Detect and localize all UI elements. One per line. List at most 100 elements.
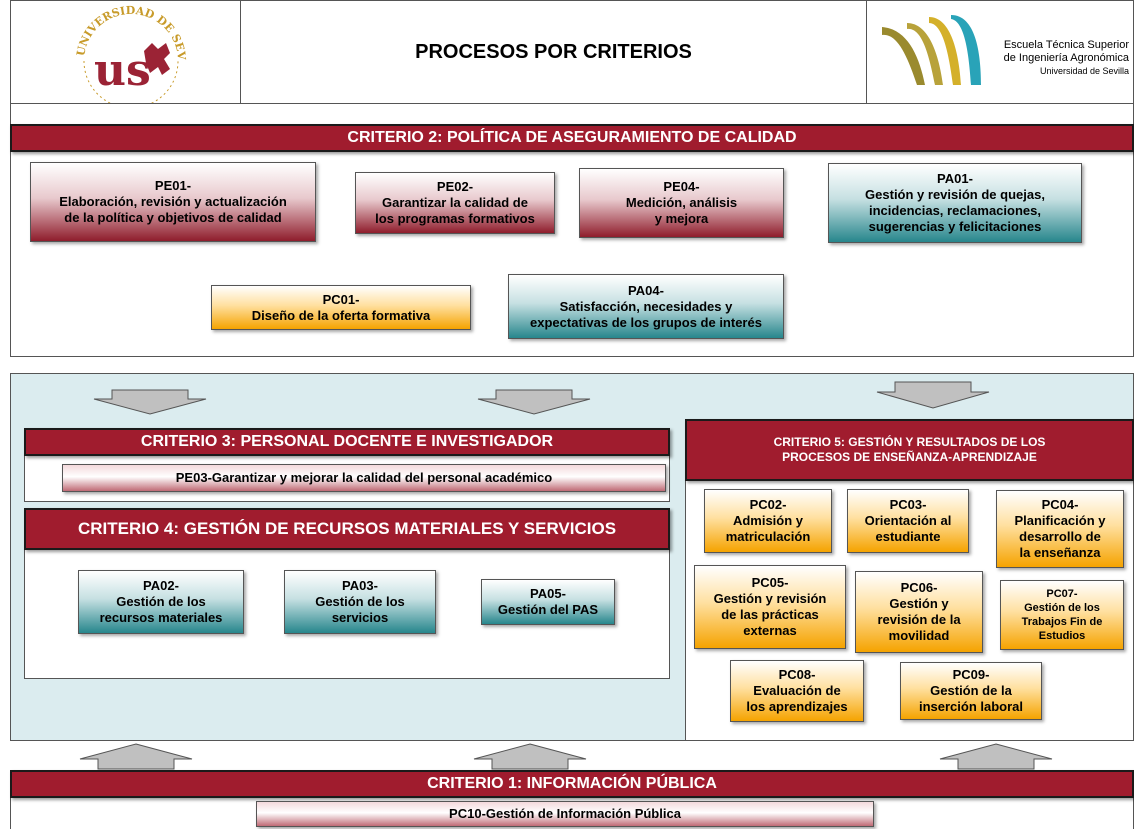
process-line: movilidad	[888, 628, 950, 643]
process-box-pc01: PC01- Diseño de la oferta formativa	[211, 285, 471, 330]
process-code: PA05-	[530, 586, 566, 601]
process-box-pc08: PC08- Evaluación de los aprendizajes	[730, 660, 864, 722]
criterio-3-banner: CRITERIO 3: PERSONAL DOCENTE E INVESTIGA…	[24, 428, 670, 456]
process-line: Admisión y	[732, 513, 804, 528]
process-line: de las prácticas	[721, 607, 819, 622]
process-box-pe02: PE02- Garantizar la calidad de los progr…	[355, 172, 555, 234]
process-line: Gestión y	[889, 596, 949, 611]
arrow-up-icon	[939, 743, 1053, 770]
process-box-pc05: PC05- Gestión y revisión de las práctica…	[694, 565, 846, 649]
process-line: Orientación al	[864, 513, 952, 528]
process-code: PA04-	[628, 282, 664, 298]
process-line: desarrollo de	[1019, 529, 1101, 544]
process-line: Trabajos Fin de	[1021, 616, 1103, 628]
process-line: sugerencias y felicitaciones	[868, 219, 1042, 234]
criterio-3-title: CRITERIO 3: PERSONAL DOCENTE E INVESTIGA…	[140, 433, 554, 450]
arrow-down-icon	[93, 389, 207, 415]
process-code: PC03-	[889, 497, 927, 512]
process-box-pc03: PC03- Orientación al estudiante	[847, 489, 969, 553]
etsia-name: Escuela Técnica Superior de Ingeniería A…	[997, 39, 1129, 78]
process-line: Diseño de la oferta formativa	[251, 307, 431, 323]
arrow-down-icon	[477, 389, 591, 415]
process-line: Gestión de la	[930, 683, 1012, 698]
criterio-1-title: CRITERIO 1: INFORMACIÓN PÚBLICA	[427, 775, 717, 792]
arrow-down-icon	[876, 381, 990, 409]
us-logo-cell: UNIVERSIDAD DE SEVILLA us	[11, 1, 241, 103]
process-box-pc04: PC04- Planificación y desarrollo de la e…	[996, 490, 1124, 568]
process-line: externas	[743, 623, 797, 638]
process-box-pa02: PA02- Gestión de los recursos materiales	[78, 570, 244, 634]
process-code: PC04-	[1041, 497, 1079, 512]
process-box-pa03: PA03- Gestión de los servicios	[284, 570, 436, 634]
criterio-4-title: CRITERIO 4: GESTIÓN DE RECURSOS MATERIAL…	[77, 519, 617, 538]
process-line: Satisfacción, necesidades y	[559, 298, 733, 314]
process-line: los programas formativos	[375, 211, 535, 226]
etsia-line-3: Universidad de Sevilla	[1039, 66, 1129, 76]
process-line: incidencias, reclamaciones,	[869, 203, 1041, 218]
process-line: Gestión y revisión	[713, 591, 827, 606]
process-line: matriculación	[725, 529, 811, 544]
process-line: revisión de la	[877, 612, 961, 627]
process-line: y mejora	[654, 211, 709, 226]
process-line: servicios	[331, 610, 389, 625]
process-code: PC06-	[900, 580, 938, 595]
process-code: PE02-	[436, 179, 474, 194]
us-logo-icon: UNIVERSIDAD DE SEVILLA us	[66, 3, 188, 103]
etsia-logo-icon	[882, 15, 981, 85]
criterio-5-title-line-1: CRITERIO 5: GESTIÓN Y RESULTADOS DE LOS	[773, 435, 1046, 449]
process-line: Elaboración, revisión y actualización	[59, 194, 287, 209]
process-bar-label: PE03-Garantizar y mejorar la calidad del…	[175, 470, 553, 485]
process-line: Gestión de los	[116, 594, 206, 609]
process-line: de la política y objetivos de calidad	[64, 210, 282, 225]
process-line: Gestión de los	[1024, 602, 1100, 614]
criterio-2-banner: CRITERIO 2: POLÍTICA DE ASEGURAMIENTO DE…	[10, 124, 1134, 152]
process-box-pc07: PC07- Gestión de los Trabajos Fin de Est…	[1000, 580, 1124, 650]
process-box-pa04: PA04- Satisfacción, necesidades y expect…	[508, 274, 784, 339]
process-line: Gestión del PAS	[497, 602, 599, 617]
process-box-pa01: PA01- Gestión y revisión de quejas, inci…	[828, 163, 1082, 243]
process-code: PE04-	[663, 179, 700, 194]
process-bar-pe03: PE03-Garantizar y mejorar la calidad del…	[62, 464, 666, 492]
arrow-up-icon	[79, 743, 193, 770]
process-code: PC08-	[778, 667, 816, 682]
criterio-4-banner: CRITERIO 4: GESTIÓN DE RECURSOS MATERIAL…	[24, 508, 670, 550]
process-code: PA02-	[143, 578, 179, 593]
process-code: PE01-	[154, 178, 192, 193]
process-line: Gestión de los	[315, 594, 405, 609]
etsia-line-2: de Ingeniería Agronómica	[1003, 52, 1129, 64]
process-code: PA03-	[342, 578, 378, 593]
process-line: la enseñanza	[1019, 545, 1101, 560]
process-line: los aprendizajes	[746, 699, 848, 714]
page-title: PROCESOS POR CRITERIOS	[415, 40, 692, 63]
arrow-up-icon	[473, 743, 587, 770]
process-code: PC05-	[751, 575, 789, 590]
process-bar-label: PC10-Gestión de Información Pública	[449, 806, 681, 821]
process-box-pc06: PC06- Gestión y revisión de la movilidad	[855, 571, 983, 653]
header: UNIVERSIDAD DE SEVILLA us PROCESOS POR C…	[10, 0, 1134, 104]
process-line: Estudios	[1038, 630, 1086, 642]
etsia-logo-cell: Escuela Técnica Superior de Ingeniería A…	[866, 1, 1133, 103]
process-code: PC02-	[749, 497, 787, 512]
process-line: estudiante	[875, 529, 941, 544]
process-box-pe04: PE04- Medición, análisis y mejora	[579, 168, 784, 238]
process-bar-pc10: PC10-Gestión de Información Pública	[256, 801, 874, 827]
process-line: inserción laboral	[918, 699, 1024, 714]
process-code: PC01-	[322, 291, 360, 307]
criterio-2-title: CRITERIO 2: POLÍTICA DE ASEGURAMIENTO DE…	[347, 129, 797, 146]
process-box-pc02: PC02- Admisión y matriculación	[704, 489, 832, 553]
process-code: PC09-	[952, 667, 990, 682]
criterio-1-banner: CRITERIO 1: INFORMACIÓN PÚBLICA	[10, 770, 1134, 798]
process-line: Gestión y revisión de quejas,	[865, 187, 1045, 202]
process-code: PC07-	[1046, 588, 1078, 600]
etsia-line-1: Escuela Técnica Superior	[1003, 39, 1129, 51]
process-box-pa05: PA05- Gestión del PAS	[481, 579, 615, 625]
process-code: PA01-	[937, 171, 973, 186]
process-line: Garantizar la calidad de	[382, 195, 528, 210]
criterio-5-banner: CRITERIO 5: GESTIÓN Y RESULTADOS DE LOS …	[685, 419, 1134, 481]
process-line: Planificación y	[1014, 513, 1106, 528]
criterio-5-title-line-2: PROCESOS DE ENSEÑANZA-APRENDIZAJE	[782, 450, 1037, 464]
process-line: expectativas de los grupos de interés	[530, 314, 762, 330]
process-box-pc09: PC09- Gestión de la inserción laboral	[900, 662, 1042, 720]
process-line: Evaluación de	[753, 683, 841, 698]
us-logo-initials: us	[94, 45, 151, 96]
